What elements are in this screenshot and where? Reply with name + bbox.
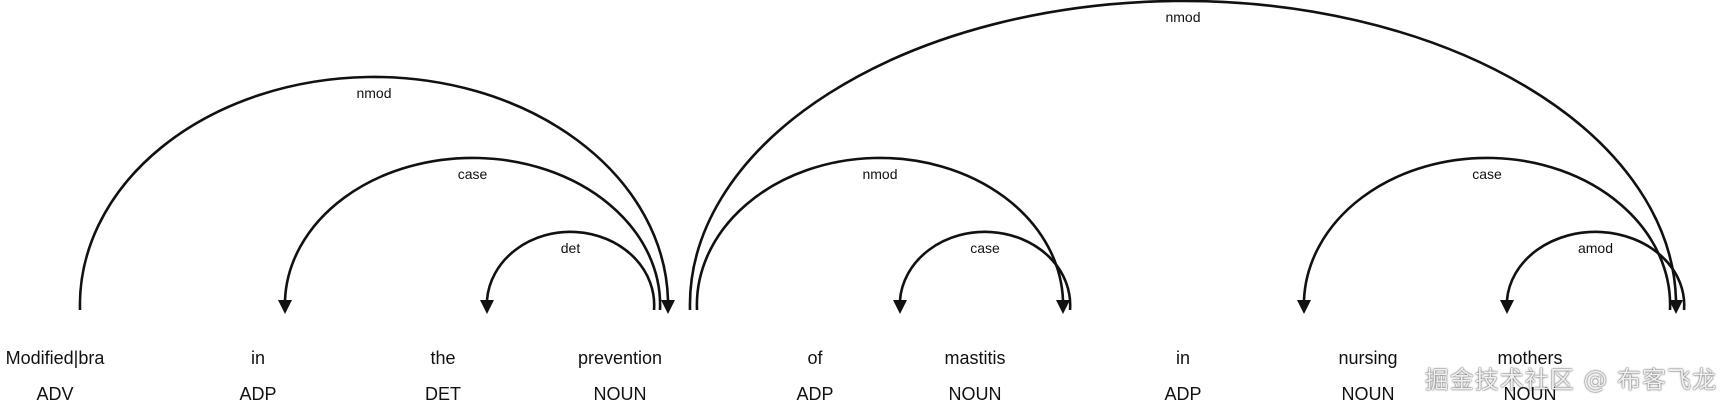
arrowhead: [1669, 300, 1683, 314]
arc-nmod-3: nmod: [688, 0, 1683, 314]
arc-nmod-0: nmod: [78, 75, 675, 314]
arc-amod-7: amod: [1500, 230, 1686, 314]
arc-curve: [688, 0, 1678, 311]
arc-case-1: case: [278, 156, 662, 314]
arc-curve: [78, 75, 670, 311]
token-pos-tag: ADP: [796, 384, 833, 404]
token-pos-tag: ADP: [1164, 384, 1201, 404]
arc-label: amod: [1578, 240, 1613, 256]
token-word: mastitis: [944, 348, 1005, 368]
arcs-layer: nmod case det nmod nmod case case amod: [78, 0, 1686, 314]
arc-curve: [1302, 156, 1672, 311]
arc-label: nmod: [862, 166, 897, 182]
arc-curve: [1505, 230, 1686, 311]
token-pos-tag: NOUN: [594, 384, 647, 404]
arrowhead: [480, 300, 494, 314]
token-pos-tag: ADP: [239, 384, 276, 404]
token-word: mothers: [1497, 348, 1562, 368]
arrowhead: [893, 300, 907, 314]
arrowhead: [1500, 300, 1514, 314]
arrowhead: [278, 300, 292, 314]
token-word: of: [807, 348, 823, 368]
arc-curve: [898, 230, 1072, 311]
token-word: prevention: [578, 348, 662, 368]
token-pos-tag: ADV: [36, 384, 73, 404]
arc-label: nmod: [1165, 9, 1200, 25]
token-pos-tag: NOUN: [1342, 384, 1395, 404]
arc-label: case: [458, 166, 488, 182]
arc-label: det: [561, 240, 581, 256]
token-pos-tag: DET: [425, 384, 461, 404]
arc-label: nmod: [356, 85, 391, 101]
arc-curve: [485, 230, 656, 311]
arc-curve: [695, 156, 1065, 311]
arc-det-2: det: [480, 230, 656, 314]
arrowhead: [1056, 300, 1070, 314]
arrowhead: [1297, 300, 1311, 314]
token-word: in: [1176, 348, 1190, 368]
token-word: nursing: [1338, 348, 1397, 368]
arc-nmod-4: nmod: [695, 156, 1070, 314]
arrowhead: [661, 300, 675, 314]
token-word: the: [430, 348, 455, 368]
token-pos-tag: NOUN: [1504, 384, 1557, 404]
token-word: in: [251, 348, 265, 368]
arc-label: case: [970, 240, 1000, 256]
token-word: Modified|bra: [6, 348, 106, 368]
arc-curve: [283, 156, 662, 311]
token-pos-tag: NOUN: [949, 384, 1002, 404]
arc-case-6: case: [1297, 156, 1672, 314]
arc-label: case: [1472, 166, 1502, 182]
watermark-text: 掘金技术社区 @ 布客飞龙: [1424, 366, 1717, 394]
arc-case-5: case: [893, 230, 1072, 314]
